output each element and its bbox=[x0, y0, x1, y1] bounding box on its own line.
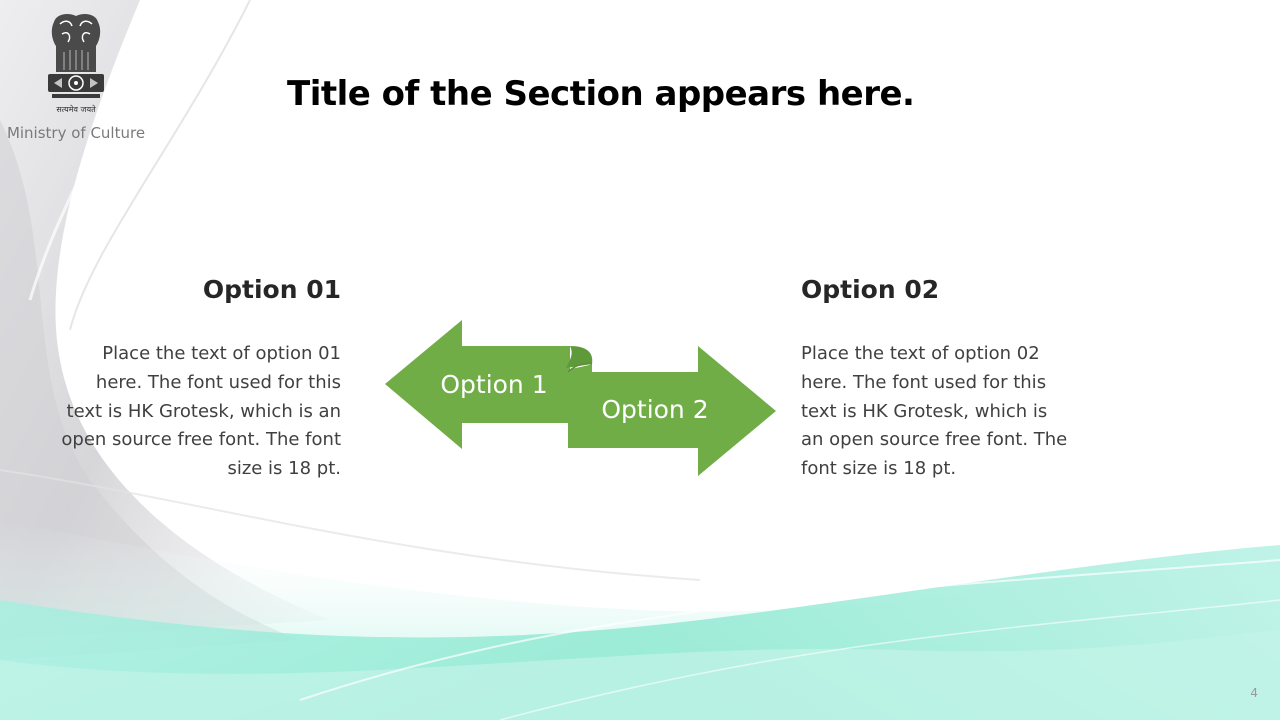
option-1-arrow-label: Option 1 bbox=[440, 370, 547, 399]
option-1-arrow bbox=[385, 320, 570, 449]
option-02-text: Place the text of option 02 here. The fo… bbox=[801, 343, 1068, 480]
option-2-arrow bbox=[568, 346, 776, 476]
emblem-motto: सत्यमेव जयते bbox=[56, 105, 96, 114]
state-emblem-lion-capital-icon bbox=[48, 14, 104, 98]
ribbon-fold bbox=[566, 346, 593, 368]
option-2-arrow-label: Option 2 bbox=[601, 395, 708, 424]
page-number: 4 bbox=[1250, 686, 1258, 700]
option-01-heading: Option 01 bbox=[202, 275, 341, 304]
double-arrow-diagram: Option 1 Option 2 bbox=[385, 320, 776, 476]
organization-name: Ministry of Culture bbox=[6, 124, 146, 142]
option-02-heading: Option 02 bbox=[801, 275, 940, 304]
slide-title: Title of the Section appears here. bbox=[287, 74, 915, 114]
state-emblem: सत्यमेव जयते bbox=[38, 10, 114, 122]
option-01-text: Place the text of option 01 here. The fo… bbox=[61, 343, 341, 480]
